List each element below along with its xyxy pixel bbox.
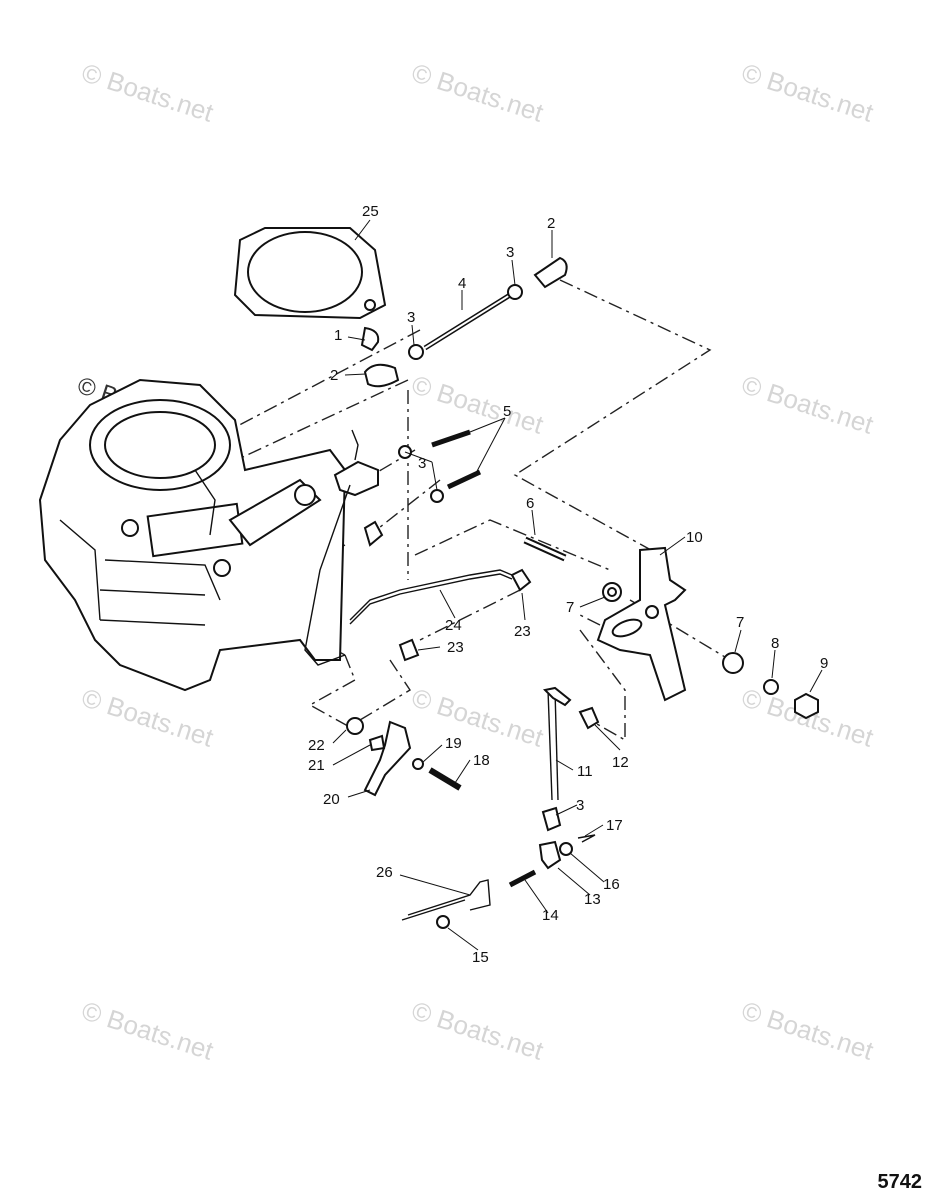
callout-25: 25 (362, 203, 379, 220)
callout-23: 23 (514, 623, 531, 640)
watermark: © Boats.net (738, 369, 878, 440)
watermark: © Boats.net (738, 995, 878, 1066)
top-linkage (360, 256, 568, 388)
callout-13: 13 (584, 891, 601, 908)
callout-3: 3 (576, 797, 584, 814)
watermark: © Boats.net (78, 682, 218, 753)
callout-2: 2 (330, 367, 338, 384)
callout-4: 4 (458, 275, 466, 292)
callout-15: 15 (472, 949, 489, 966)
callout-22: 22 (308, 737, 325, 754)
watermark: © Boats.net (408, 369, 548, 440)
callout-19: 19 (445, 735, 462, 752)
callout-7: 7 (736, 614, 744, 631)
callout-1: 1 (334, 327, 342, 344)
callout-26: 26 (376, 864, 393, 881)
lever-plate (596, 546, 819, 720)
callout-8: 8 (771, 635, 779, 652)
throttle-gasket (233, 227, 387, 320)
link-rod (508, 686, 600, 888)
callout-23: 23 (447, 639, 464, 656)
callout-2: 2 (547, 215, 555, 232)
callout-3: 3 (407, 309, 415, 326)
watermark: © Boats.net (408, 57, 548, 128)
figure-number: 5742 (877, 1171, 923, 1193)
callout-21: 21 (308, 757, 325, 774)
callout-16: 16 (603, 876, 620, 893)
callout-3: 3 (418, 455, 426, 472)
callout-17: 17 (606, 817, 623, 834)
callouts: 25 2 3 4 3 1 2 5 3 6 10 7 23 24 23 7 8 9… (308, 203, 828, 966)
callout-18: 18 (473, 752, 490, 769)
engine-block (38, 378, 347, 692)
callout-24: 24 (445, 617, 462, 634)
callout-12: 12 (612, 754, 629, 771)
middle-linkage (304, 429, 567, 666)
callout-11: 11 (577, 763, 593, 780)
lower-left-lever (346, 717, 462, 797)
callout-5: 5 (503, 403, 511, 420)
leader-lines (332, 219, 823, 951)
watermark: © Boats.net (78, 995, 218, 1066)
callout-7: 7 (566, 599, 574, 616)
callout-14: 14 (542, 907, 559, 924)
watermark: © Boats.net (408, 995, 548, 1066)
callout-3: 3 (506, 244, 514, 261)
callout-20: 20 (323, 791, 340, 808)
watermark: © Boats.net (78, 57, 218, 128)
callout-6: 6 (526, 495, 534, 512)
watermark: © Boats.net (408, 682, 548, 753)
bottom-bracket (401, 879, 491, 929)
callout-10: 10 (686, 529, 703, 546)
callout-9: 9 (820, 655, 828, 672)
watermark: © Boats.net (738, 57, 878, 128)
